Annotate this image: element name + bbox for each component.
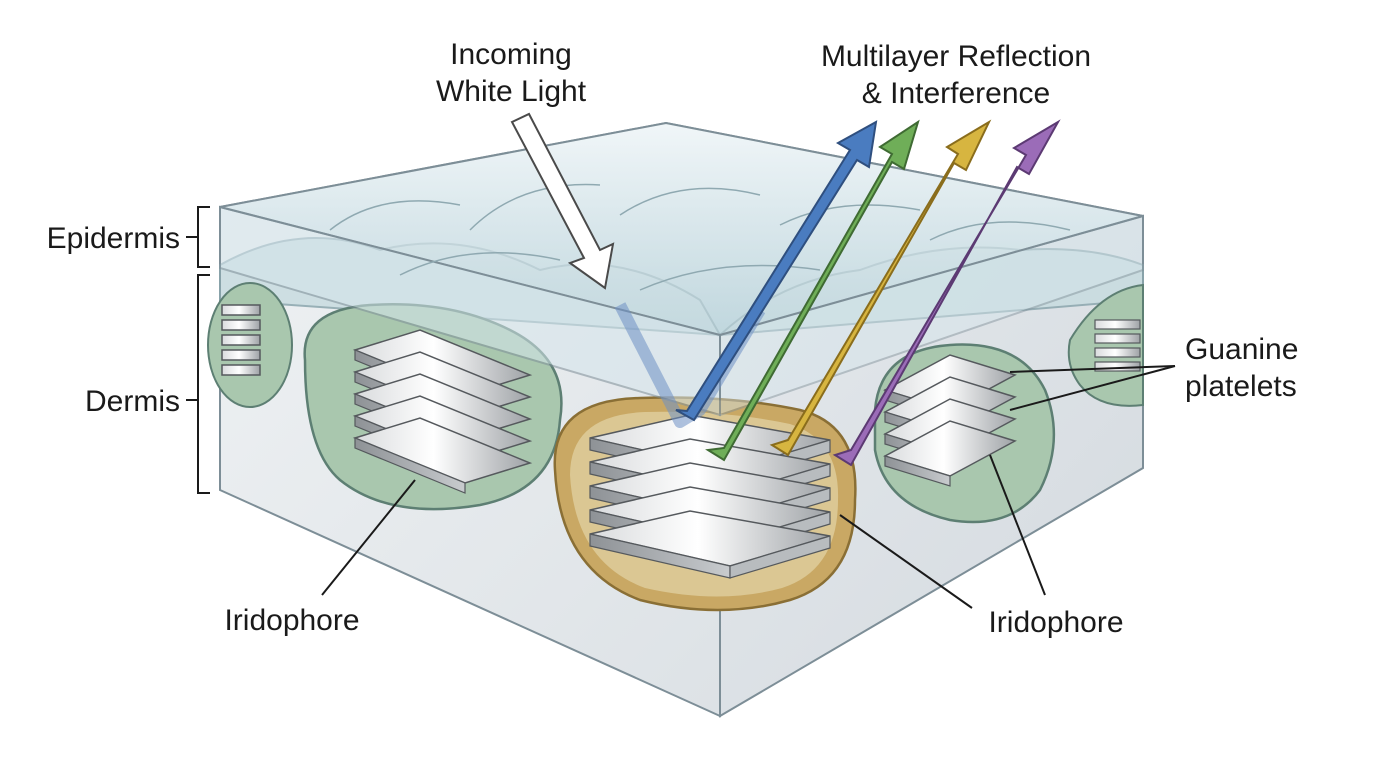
label-reflection-1: Multilayer Reflection — [821, 40, 1091, 73]
label-epidermis: Epidermis — [47, 222, 180, 255]
label-iridophore-right: Iridophore — [988, 606, 1123, 639]
reflected-arrow-gold — [769, 119, 992, 457]
layer-brackets — [186, 206, 210, 494]
iridophore-cell-far-left — [207, 282, 293, 408]
guanine-stack-center — [589, 414, 831, 579]
leader-lines — [321, 365, 1176, 609]
leader-guanine-top — [1009, 365, 1176, 373]
leader-guanine-bottom — [1009, 365, 1176, 411]
iridophore-cell-center — [553, 396, 857, 612]
guanine-stack-left — [352, 329, 533, 494]
label-reflection-2: & Interference — [862, 77, 1050, 110]
reflected-arrow-blue — [675, 120, 878, 422]
label-incoming-2: White Light — [436, 75, 587, 108]
epidermis-cell-outlines — [329, 183, 1071, 291]
iridophore-cell-far-right — [1067, 283, 1144, 407]
dermis-bracket — [186, 274, 210, 494]
iridophore-cell-left — [303, 303, 563, 511]
guanine-stack-far-right — [1094, 319, 1141, 372]
leader-iridophore-far-right — [989, 454, 1046, 596]
reflected-arrow-purple — [832, 119, 1061, 467]
label-incoming-1: Incoming — [450, 38, 572, 71]
label-dermis: Dermis — [85, 385, 180, 418]
text-labels: Incoming White Light Multilayer Reflecti… — [47, 38, 1299, 639]
epidermis-front-left — [219, 205, 721, 417]
guanine-stack-far-left — [221, 304, 261, 376]
label-iridophore-left: Iridophore — [224, 604, 359, 637]
epidermis-bracket — [186, 206, 210, 268]
leader-iridophore-left — [321, 479, 416, 596]
reflected-arrow-green — [705, 119, 920, 462]
label-guanine-1: Guanine — [1185, 333, 1298, 366]
reflected-light-arrows — [675, 119, 1061, 467]
guanine-stack-right — [883, 354, 1017, 487]
iridophore-cell-right — [873, 343, 1056, 524]
label-guanine-2: platelets — [1185, 370, 1297, 403]
leader-iridophore-right — [839, 514, 973, 609]
